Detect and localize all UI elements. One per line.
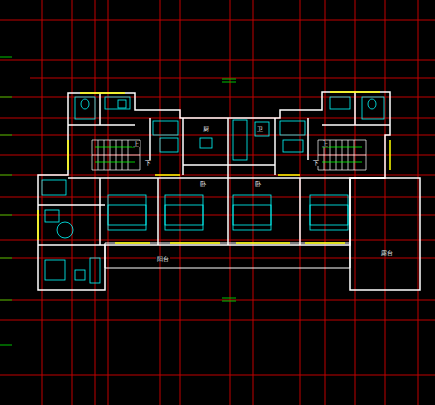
room-label: 厨 bbox=[202, 126, 210, 132]
room-label: 上 bbox=[132, 141, 140, 147]
room-label: 上 bbox=[321, 141, 329, 147]
furniture bbox=[42, 97, 384, 283]
room-label: 下 bbox=[144, 160, 152, 166]
windows bbox=[38, 92, 390, 243]
room-label: 露台 bbox=[380, 250, 394, 256]
stair-treads bbox=[92, 140, 366, 170]
room-label: 卧 bbox=[254, 181, 262, 187]
room-label: 卫 bbox=[256, 126, 264, 132]
walls bbox=[38, 92, 420, 290]
room-label: 阳台 bbox=[156, 256, 170, 262]
axis-ticks bbox=[0, 57, 236, 345]
stair-arrows bbox=[95, 147, 362, 162]
room-label: 下 bbox=[312, 160, 320, 166]
room-label: 卧 bbox=[199, 181, 207, 187]
